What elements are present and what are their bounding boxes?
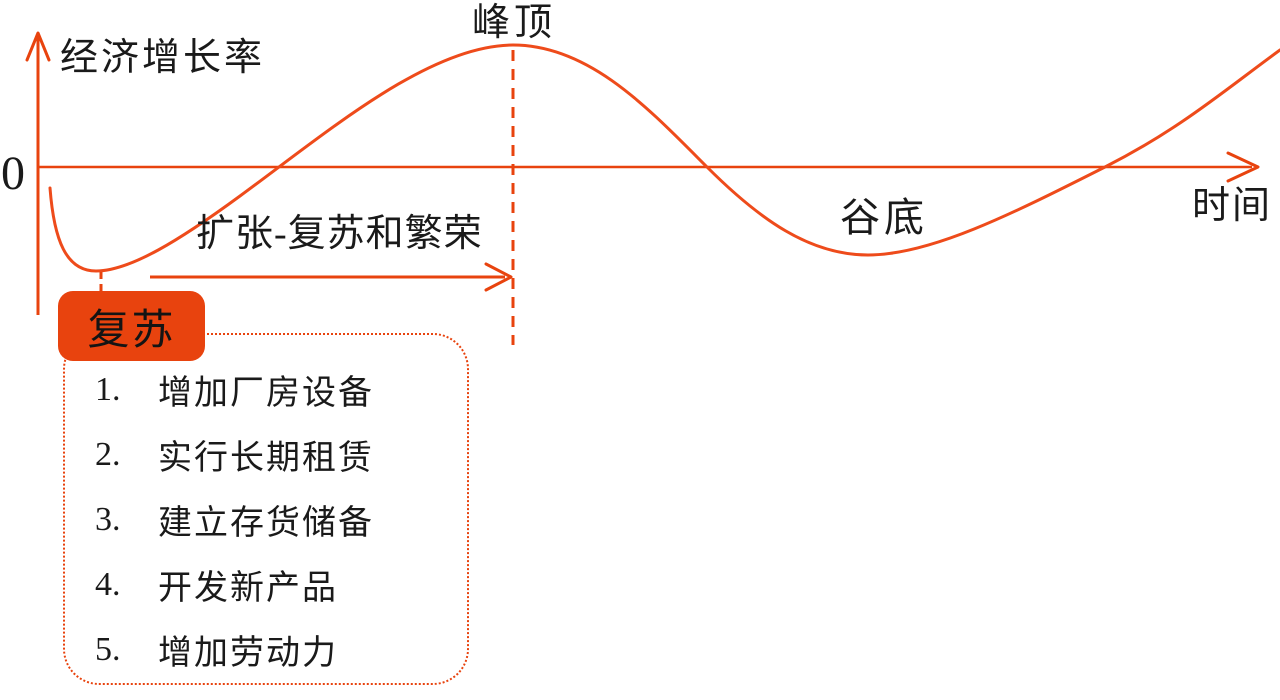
peak-label: 峰顶 (471, 2, 556, 44)
trough-label: 谷底 (840, 195, 928, 240)
list-item-number: 1. (95, 370, 121, 408)
list-item-number: 2. (95, 435, 121, 473)
recovery-badge-label: 复苏 (87, 307, 176, 354)
list-item-text: 增加厂房设备 (158, 375, 374, 412)
expansion-phase-label: 扩张-复苏和繁荣 (196, 213, 483, 255)
x-axis-label: 时间 (1192, 185, 1273, 227)
list-item-text: 实行长期租赁 (158, 440, 374, 477)
y-axis-label: 经济增长率 (60, 37, 266, 79)
list-item-text: 增加劳动力 (158, 635, 338, 672)
list-item-number: 3. (95, 500, 121, 538)
x-axis-arrowhead-icon (1226, 151, 1260, 183)
list-item-number: 4. (95, 565, 121, 603)
list-item: 5. 增加劳动力 (95, 617, 374, 682)
list-item-text: 建立存货储备 (158, 505, 374, 542)
list-item-text: 开发新产品 (158, 570, 338, 607)
list-item: 2. 实行长期租赁 (95, 422, 374, 487)
recovery-badge: 复苏 (58, 291, 205, 361)
origin-label: 0 (1, 147, 25, 200)
list-item: 3. 建立存货储备 (95, 487, 374, 552)
list-item: 1. 增加厂房设备 (95, 357, 374, 422)
recovery-measures-list: 1. 增加厂房设备 2. 实行长期租赁 3. 建立存货储备 4. 开发新产品 5… (95, 357, 374, 682)
list-item: 4. 开发新产品 (95, 552, 374, 617)
recovery-dotted-box (63, 333, 469, 685)
cycle-curve (48, 43, 1280, 273)
list-item-number: 5. (95, 630, 121, 668)
y-axis-arrowhead-icon (25, 31, 51, 62)
expansion-arrowhead-icon (484, 262, 513, 292)
